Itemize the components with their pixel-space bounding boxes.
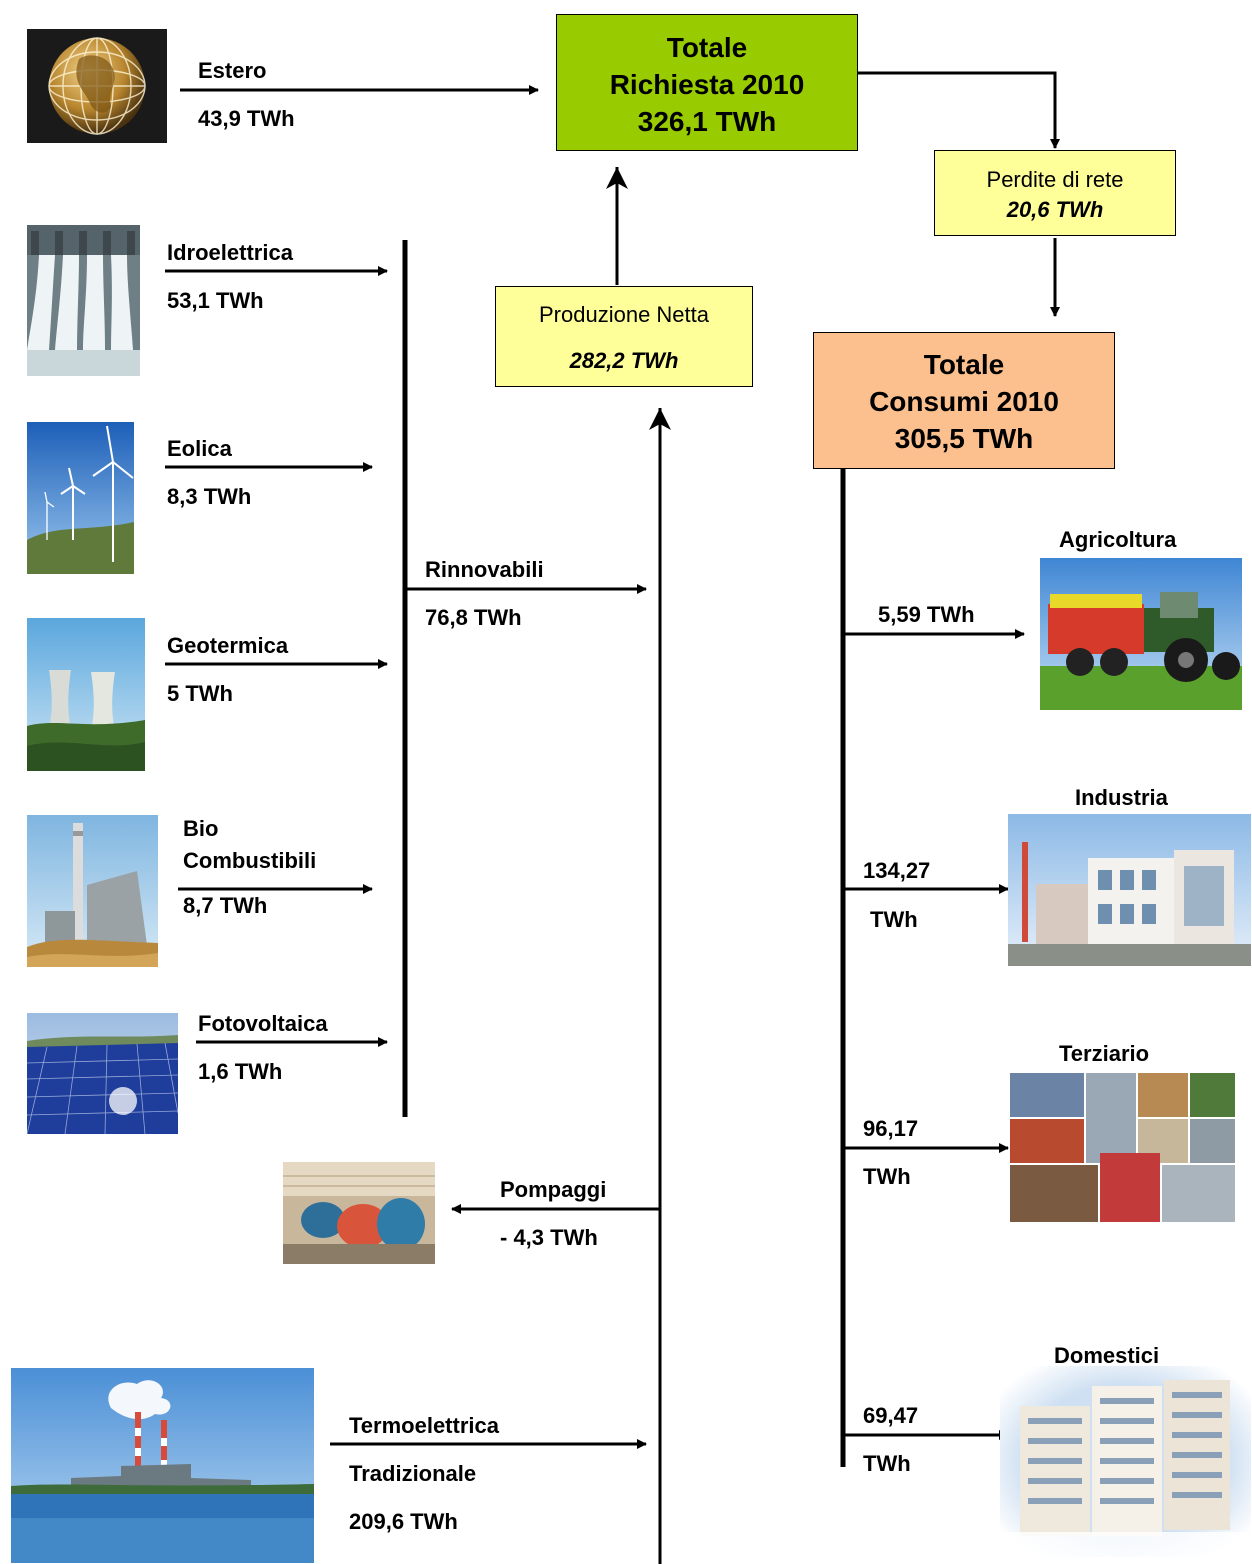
consumi-line1: Totale xyxy=(923,349,1005,380)
bio-value: 8,7 TWh xyxy=(183,893,268,918)
pompaggi-label: Pompaggi xyxy=(500,1177,607,1202)
totale-richiesta-box: Totale Richiesta 2010 326,1 TWh xyxy=(556,14,858,151)
services-collage-photo xyxy=(1010,1073,1235,1222)
domestici-name: Domestici xyxy=(1054,1343,1160,1368)
wind-turbines-photo xyxy=(27,422,134,574)
domestici-value-line1: 69,47 xyxy=(863,1403,919,1428)
termo-label-line2: Tradizionale xyxy=(349,1461,477,1486)
estero-value: 43,9 TWh xyxy=(198,106,295,131)
tractor-photo xyxy=(1040,558,1242,710)
eolica-value: 8,3 TWh xyxy=(167,484,252,509)
perdite-box: Perdite di rete 20,6 TWh xyxy=(934,150,1176,236)
consumi-line2: Consumi 2010 xyxy=(869,386,1059,417)
richiesta-line1: Totale xyxy=(666,32,748,63)
totale-consumi-box: Totale Consumi 2010 305,5 TWh xyxy=(813,332,1115,469)
geotermica-value: 5 TWh xyxy=(167,681,233,706)
pompaggi-value: - 4,3 TWh xyxy=(500,1225,598,1250)
globe-icon xyxy=(27,29,167,143)
terziario-value-line2: TWh xyxy=(863,1164,911,1189)
solar-panels-photo xyxy=(27,1013,178,1134)
termo-label-line1: Termoelettrica xyxy=(349,1413,499,1438)
idroelettrica-label: Idroelettrica xyxy=(167,240,293,265)
apartments-photo xyxy=(1000,1366,1251,1557)
thermal-plant-photo xyxy=(11,1368,314,1563)
industria-value-line1: 134,27 xyxy=(863,858,931,883)
domestici-value-line2: TWh xyxy=(863,1451,911,1476)
consumi-line3: 305,5 TWh xyxy=(894,423,1034,454)
fotovoltaica-value: 1,6 TWh xyxy=(198,1059,283,1084)
produzione-box: Produzione Netta 282,2 TWh xyxy=(495,286,753,387)
termo-value: 209,6 TWh xyxy=(349,1509,458,1534)
arrow-to-perdite xyxy=(858,71,1060,149)
industria-name: Industria xyxy=(1075,785,1168,810)
rinnovabili-value: 76,8 TWh xyxy=(425,605,522,630)
bio-label-line2: Combustibili xyxy=(183,848,317,873)
hydro-dam-photo xyxy=(27,225,140,376)
biomass-plant-photo xyxy=(27,815,158,967)
cooling-towers-photo xyxy=(27,618,145,771)
perdite-value: 20,6 TWh xyxy=(1006,197,1104,222)
factory-photo xyxy=(1008,814,1251,966)
agricoltura-value: 5,59 TWh xyxy=(878,602,975,627)
industria-value-line2: TWh xyxy=(870,907,918,932)
geotermica-label: Geotermica xyxy=(167,633,289,658)
terziario-value-line1: 96,17 xyxy=(863,1116,919,1141)
fotovoltaica-label: Fotovoltaica xyxy=(198,1011,328,1036)
produzione-label: Produzione Netta xyxy=(539,302,709,327)
richiesta-line3: 326,1 TWh xyxy=(637,106,777,137)
eolica-label: Eolica xyxy=(167,436,232,461)
idroelettrica-value: 53,1 TWh xyxy=(167,288,264,313)
terziario-name: Terziario xyxy=(1059,1041,1150,1066)
estero-label: Estero xyxy=(198,58,267,83)
richiesta-line2: Richiesta 2010 xyxy=(609,69,805,100)
bio-label-line1: Bio xyxy=(183,816,219,841)
rinnovabili-label: Rinnovabili xyxy=(425,557,544,582)
pump-turbines-photo xyxy=(283,1162,435,1264)
produzione-value: 282,2 TWh xyxy=(569,348,679,373)
perdite-label: Perdite di rete xyxy=(986,167,1124,192)
agricoltura-name: Agricoltura xyxy=(1059,527,1177,552)
